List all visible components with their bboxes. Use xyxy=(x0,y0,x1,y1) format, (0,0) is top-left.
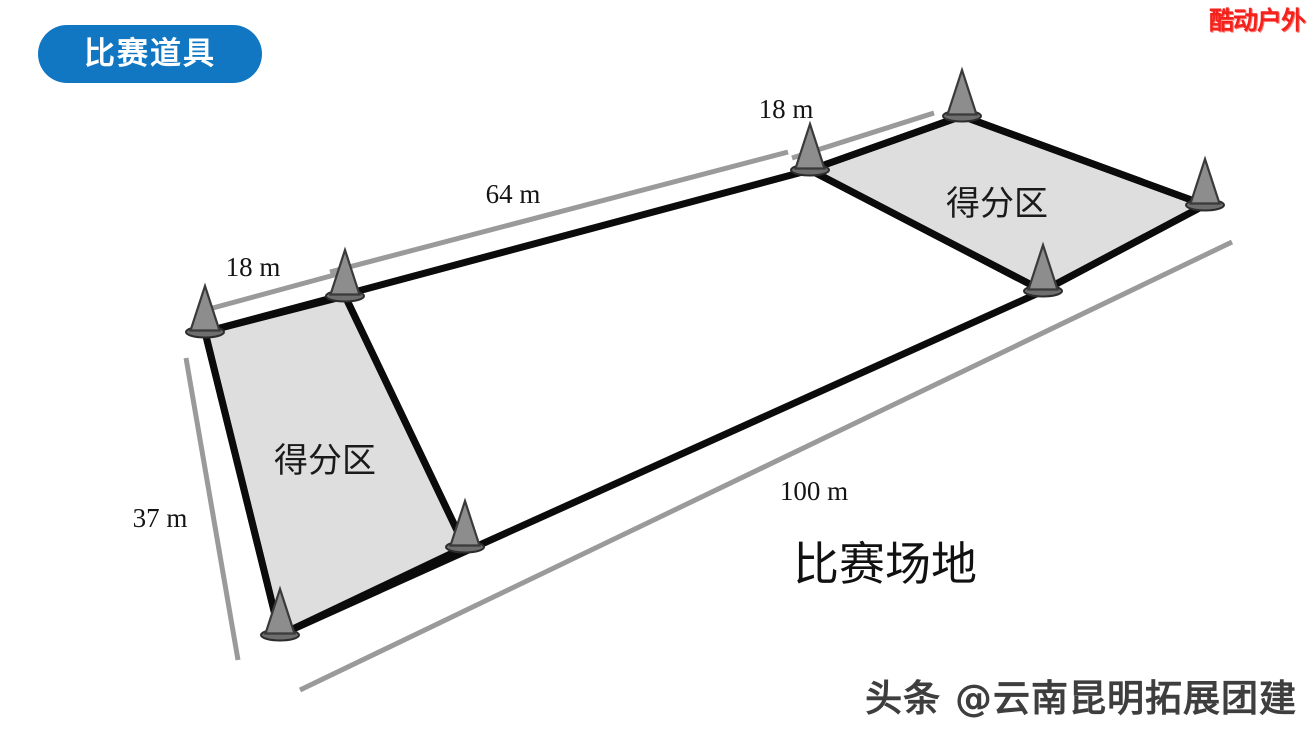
label-right-scoring-zone: 得分区 xyxy=(946,184,1048,224)
watermark-top-right: 酷动户外 xyxy=(1208,6,1306,35)
dimension-field-length xyxy=(298,239,1234,693)
section-badge: 比赛道具 xyxy=(38,25,262,83)
dimension-field-width xyxy=(183,357,241,661)
traffic-cone-icon xyxy=(1184,157,1226,212)
label-left-zone-width: 18 m xyxy=(226,252,281,282)
label-field-name: 比赛场地 xyxy=(793,537,977,591)
traffic-cone-icon xyxy=(941,68,983,123)
label-left-scoring-zone: 得分区 xyxy=(274,441,376,481)
label-field-length: 100 m xyxy=(780,476,848,506)
label-right-zone-width: 18 m xyxy=(759,94,814,124)
dimension-left-zone-width xyxy=(197,271,339,315)
label-field-width: 37 m xyxy=(133,503,188,533)
dimension-middle-length xyxy=(329,149,789,275)
section-badge-label: 比赛道具 xyxy=(84,35,216,72)
watermark-bottom-right: 头条 @云南昆明拓展团建 xyxy=(865,677,1297,720)
label-middle-length: 64 m xyxy=(486,179,541,209)
traffic-cone-icon xyxy=(184,284,226,339)
